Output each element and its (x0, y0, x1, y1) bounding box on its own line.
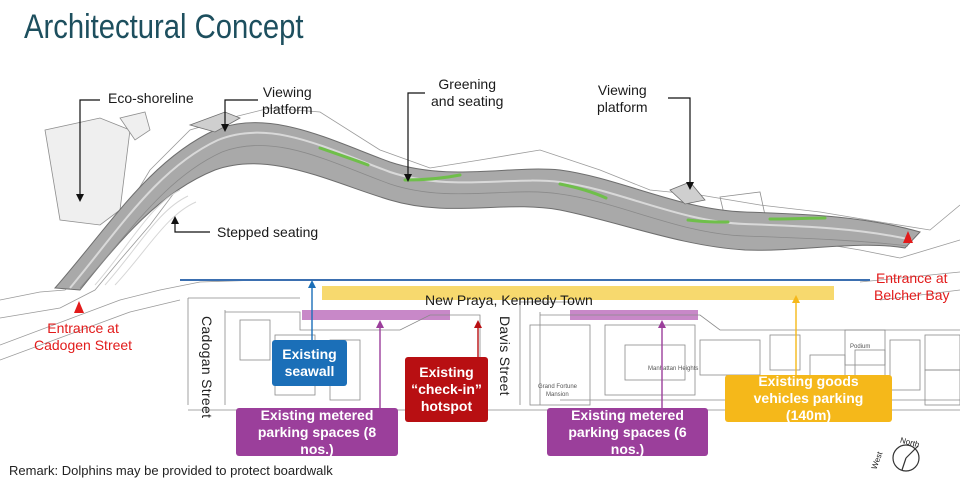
street-label-davis: Davis Street (497, 316, 513, 396)
box-arrows (311, 285, 797, 408)
label-entrance-cadogen: Entrance at Cadogen Street (34, 320, 132, 354)
building-label-podium: Podium (850, 344, 870, 350)
compass (892, 444, 920, 472)
entrance-marker-cadogen (74, 301, 84, 313)
box-metered-parking-8: Existing metered parking spaces (8 nos.) (236, 406, 398, 457)
entrance-belcher-line-2: Belcher Bay (874, 287, 950, 303)
callout-arrowheads (76, 124, 694, 224)
goods-line-1: Existing goods (758, 373, 859, 389)
seawall-line-2: seawall (284, 363, 335, 379)
road-label: New Praya, Kennedy Town (425, 292, 593, 308)
greening-strips (318, 146, 827, 224)
building-label-grand-fortune-2: Mansion (546, 392, 569, 398)
greening-line-2: and seating (431, 93, 504, 109)
metered-8-line-1: Existing metered (260, 406, 374, 423)
label-greening-seating: Greening and seating (431, 76, 503, 110)
label-viewing-platform-left: Viewing platform (262, 84, 313, 118)
boardwalk (53, 111, 921, 291)
parking-bar-8 (302, 310, 450, 320)
label-eco-shoreline: Eco-shoreline (108, 90, 194, 106)
viewing-platform-left-line-1: Viewing (262, 84, 312, 100)
hotspot-line-2: “check-in” (411, 381, 482, 397)
road-band (322, 286, 834, 300)
building-label-grand-fortune-1: Grand Fortune (538, 384, 578, 390)
box-arrowheads (308, 280, 800, 328)
label-entrance-belcher: Entrance at Belcher Bay (874, 270, 949, 304)
label-viewing-platform-right: Viewing platform (597, 82, 648, 116)
page-title: Architectural Concept (24, 8, 304, 46)
box-goods-vehicles-parking: Existing goods vehicles parking (140m) (725, 373, 892, 423)
pier-structures (44, 111, 766, 226)
box-metered-parking-6: Existing metered parking spaces (6 nos.) (547, 406, 708, 457)
metered-6-line-1: Existing metered (571, 406, 684, 423)
label-stepped-seating: Stepped seating (217, 224, 319, 240)
building-texts: Grand Fortune Mansion Manhattan Heights … (538, 344, 870, 398)
street-label-cadogan: Cadogan Street (199, 316, 215, 419)
entrance-marker-belcher (903, 231, 913, 243)
hotspot-line-1: Existing (419, 364, 474, 380)
seawall-line-1: Existing (282, 346, 337, 362)
goods-line-2: vehicles parking (140m) (753, 390, 864, 423)
viewing-platform-right-line-1: Viewing (597, 82, 647, 98)
hotspot-line-3: hotspot (420, 398, 473, 414)
box-existing-hotspot: Existing “check-in” hotspot (405, 357, 488, 422)
viewing-platform-left-line-2: platform (262, 101, 313, 117)
metered-6-line-2: parking spaces (6 nos.) (568, 423, 687, 457)
greening-line-1: Greening (438, 76, 496, 92)
building-label-manhattan: Manhattan Heights (648, 366, 698, 372)
box-existing-seawall: Existing seawall (272, 340, 347, 386)
entrance-cadogen-line-1: Entrance at (47, 320, 119, 336)
viewing-platform-right-line-2: platform (597, 99, 648, 115)
remark-text: Remark: Dolphins may be provided to prot… (9, 463, 333, 478)
callout-arrows (79, 92, 691, 233)
entrance-cadogen-line-2: Cadogen Street (34, 337, 133, 353)
entrance-belcher-line-1: Entrance at (875, 270, 948, 286)
metered-8-line-2: parking spaces (8 nos.) (257, 423, 377, 457)
